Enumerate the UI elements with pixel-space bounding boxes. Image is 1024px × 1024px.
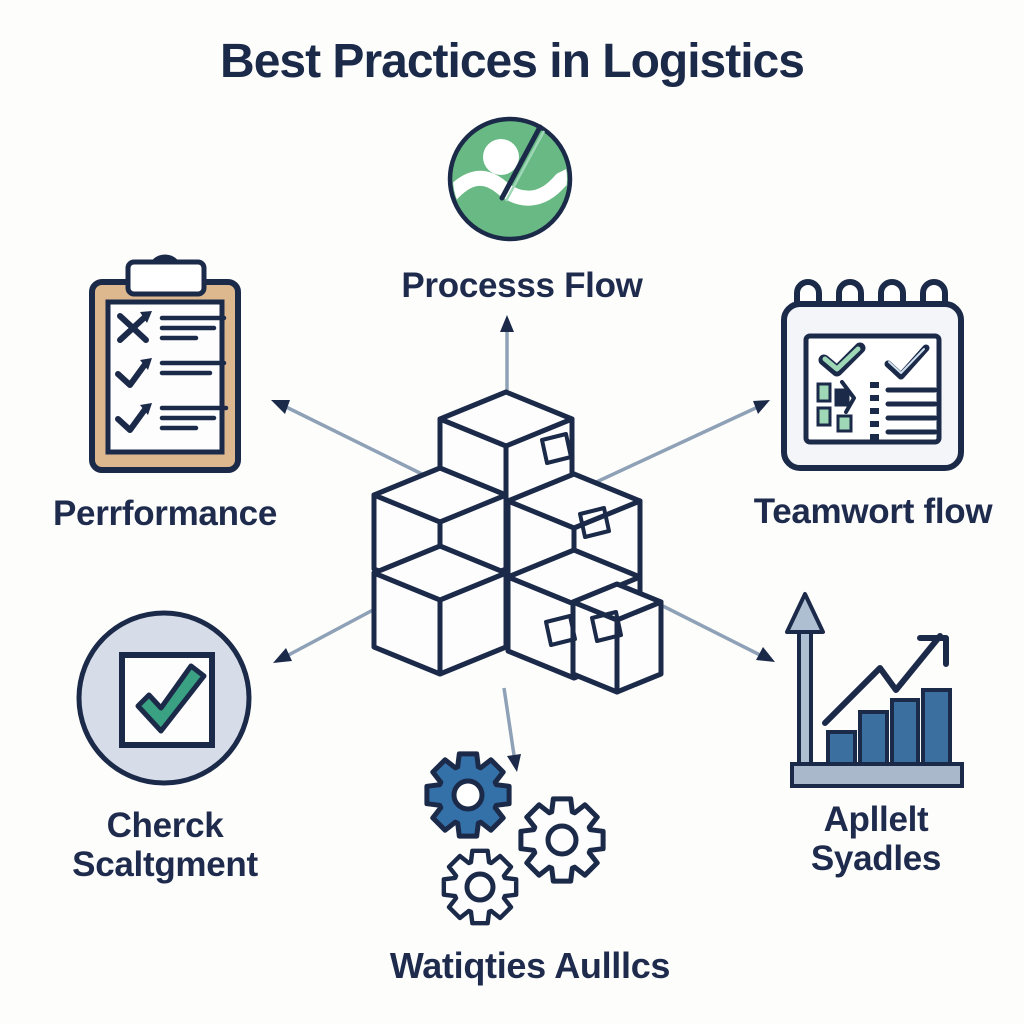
stacked-boxes-graphic bbox=[371, 389, 664, 695]
node-operations bbox=[415, 745, 640, 945]
node-check bbox=[72, 606, 256, 795]
node-performance bbox=[84, 248, 246, 483]
node-teamwork bbox=[780, 278, 965, 483]
bars bbox=[826, 688, 952, 766]
node-label-performance: Perrformance bbox=[52, 494, 277, 533]
clipboard-clip bbox=[125, 259, 207, 297]
gear-blue bbox=[427, 754, 509, 836]
box-label-sticker bbox=[544, 614, 577, 647]
bar-2 bbox=[858, 710, 889, 766]
arrow-down-left bbox=[273, 600, 389, 663]
box-bottom-left bbox=[371, 543, 509, 677]
gear-outline-bottom bbox=[444, 851, 516, 923]
arrow-up bbox=[500, 315, 514, 390]
gears-icon bbox=[415, 745, 640, 940]
node-process-flow bbox=[443, 112, 577, 251]
calendar-tasks-icon bbox=[781, 279, 964, 471]
arrow-down bbox=[502, 687, 521, 772]
node-label-analytics: Apllelt Syadles bbox=[810, 800, 942, 878]
x-axis-base bbox=[790, 762, 964, 788]
checkbox-circle-icon bbox=[76, 610, 252, 786]
gear-outline-right bbox=[521, 799, 603, 881]
node-label-process-flow: Processs Flow bbox=[401, 266, 643, 305]
mini-grid bbox=[816, 380, 856, 433]
dotted-column bbox=[870, 382, 879, 440]
box-label-stickers bbox=[540, 432, 623, 647]
checklist-marks bbox=[115, 313, 149, 433]
box-label-sticker bbox=[590, 610, 623, 643]
wave-shape bbox=[453, 164, 567, 210]
diagonal-line bbox=[499, 124, 543, 201]
agenda-lines bbox=[885, 387, 938, 435]
node-label-check: Cherck Scaltgment bbox=[72, 806, 258, 884]
outline-check bbox=[884, 344, 930, 380]
node-label-operations: Watiqties Aulllcs bbox=[389, 945, 671, 986]
y-axis-arrowhead bbox=[785, 592, 825, 634]
checklist-lines bbox=[159, 315, 229, 431]
y-axis-shaft bbox=[797, 624, 813, 786]
process-flow-icon bbox=[447, 116, 573, 242]
bar-chart-growth-icon bbox=[785, 592, 964, 788]
bar-3 bbox=[890, 698, 920, 766]
arrow-down-right bbox=[644, 595, 775, 662]
node-analytics bbox=[782, 588, 972, 798]
mark-arrowheads bbox=[140, 311, 152, 415]
bar-4 bbox=[921, 688, 952, 766]
box-label-sticker bbox=[540, 432, 573, 465]
trend-arrowhead bbox=[917, 635, 949, 667]
clipboard-checklist-icon bbox=[89, 254, 241, 473]
page-title: Best Practices in Logistics bbox=[220, 35, 805, 88]
bar-1 bbox=[826, 730, 857, 766]
arrow-up-left bbox=[271, 400, 431, 480]
box-label-sticker bbox=[578, 506, 611, 539]
check-mark bbox=[135, 663, 207, 734]
dot-shape bbox=[483, 139, 519, 175]
node-label-teamwork: Teamwort flow bbox=[753, 492, 993, 531]
trend-line bbox=[822, 633, 943, 726]
